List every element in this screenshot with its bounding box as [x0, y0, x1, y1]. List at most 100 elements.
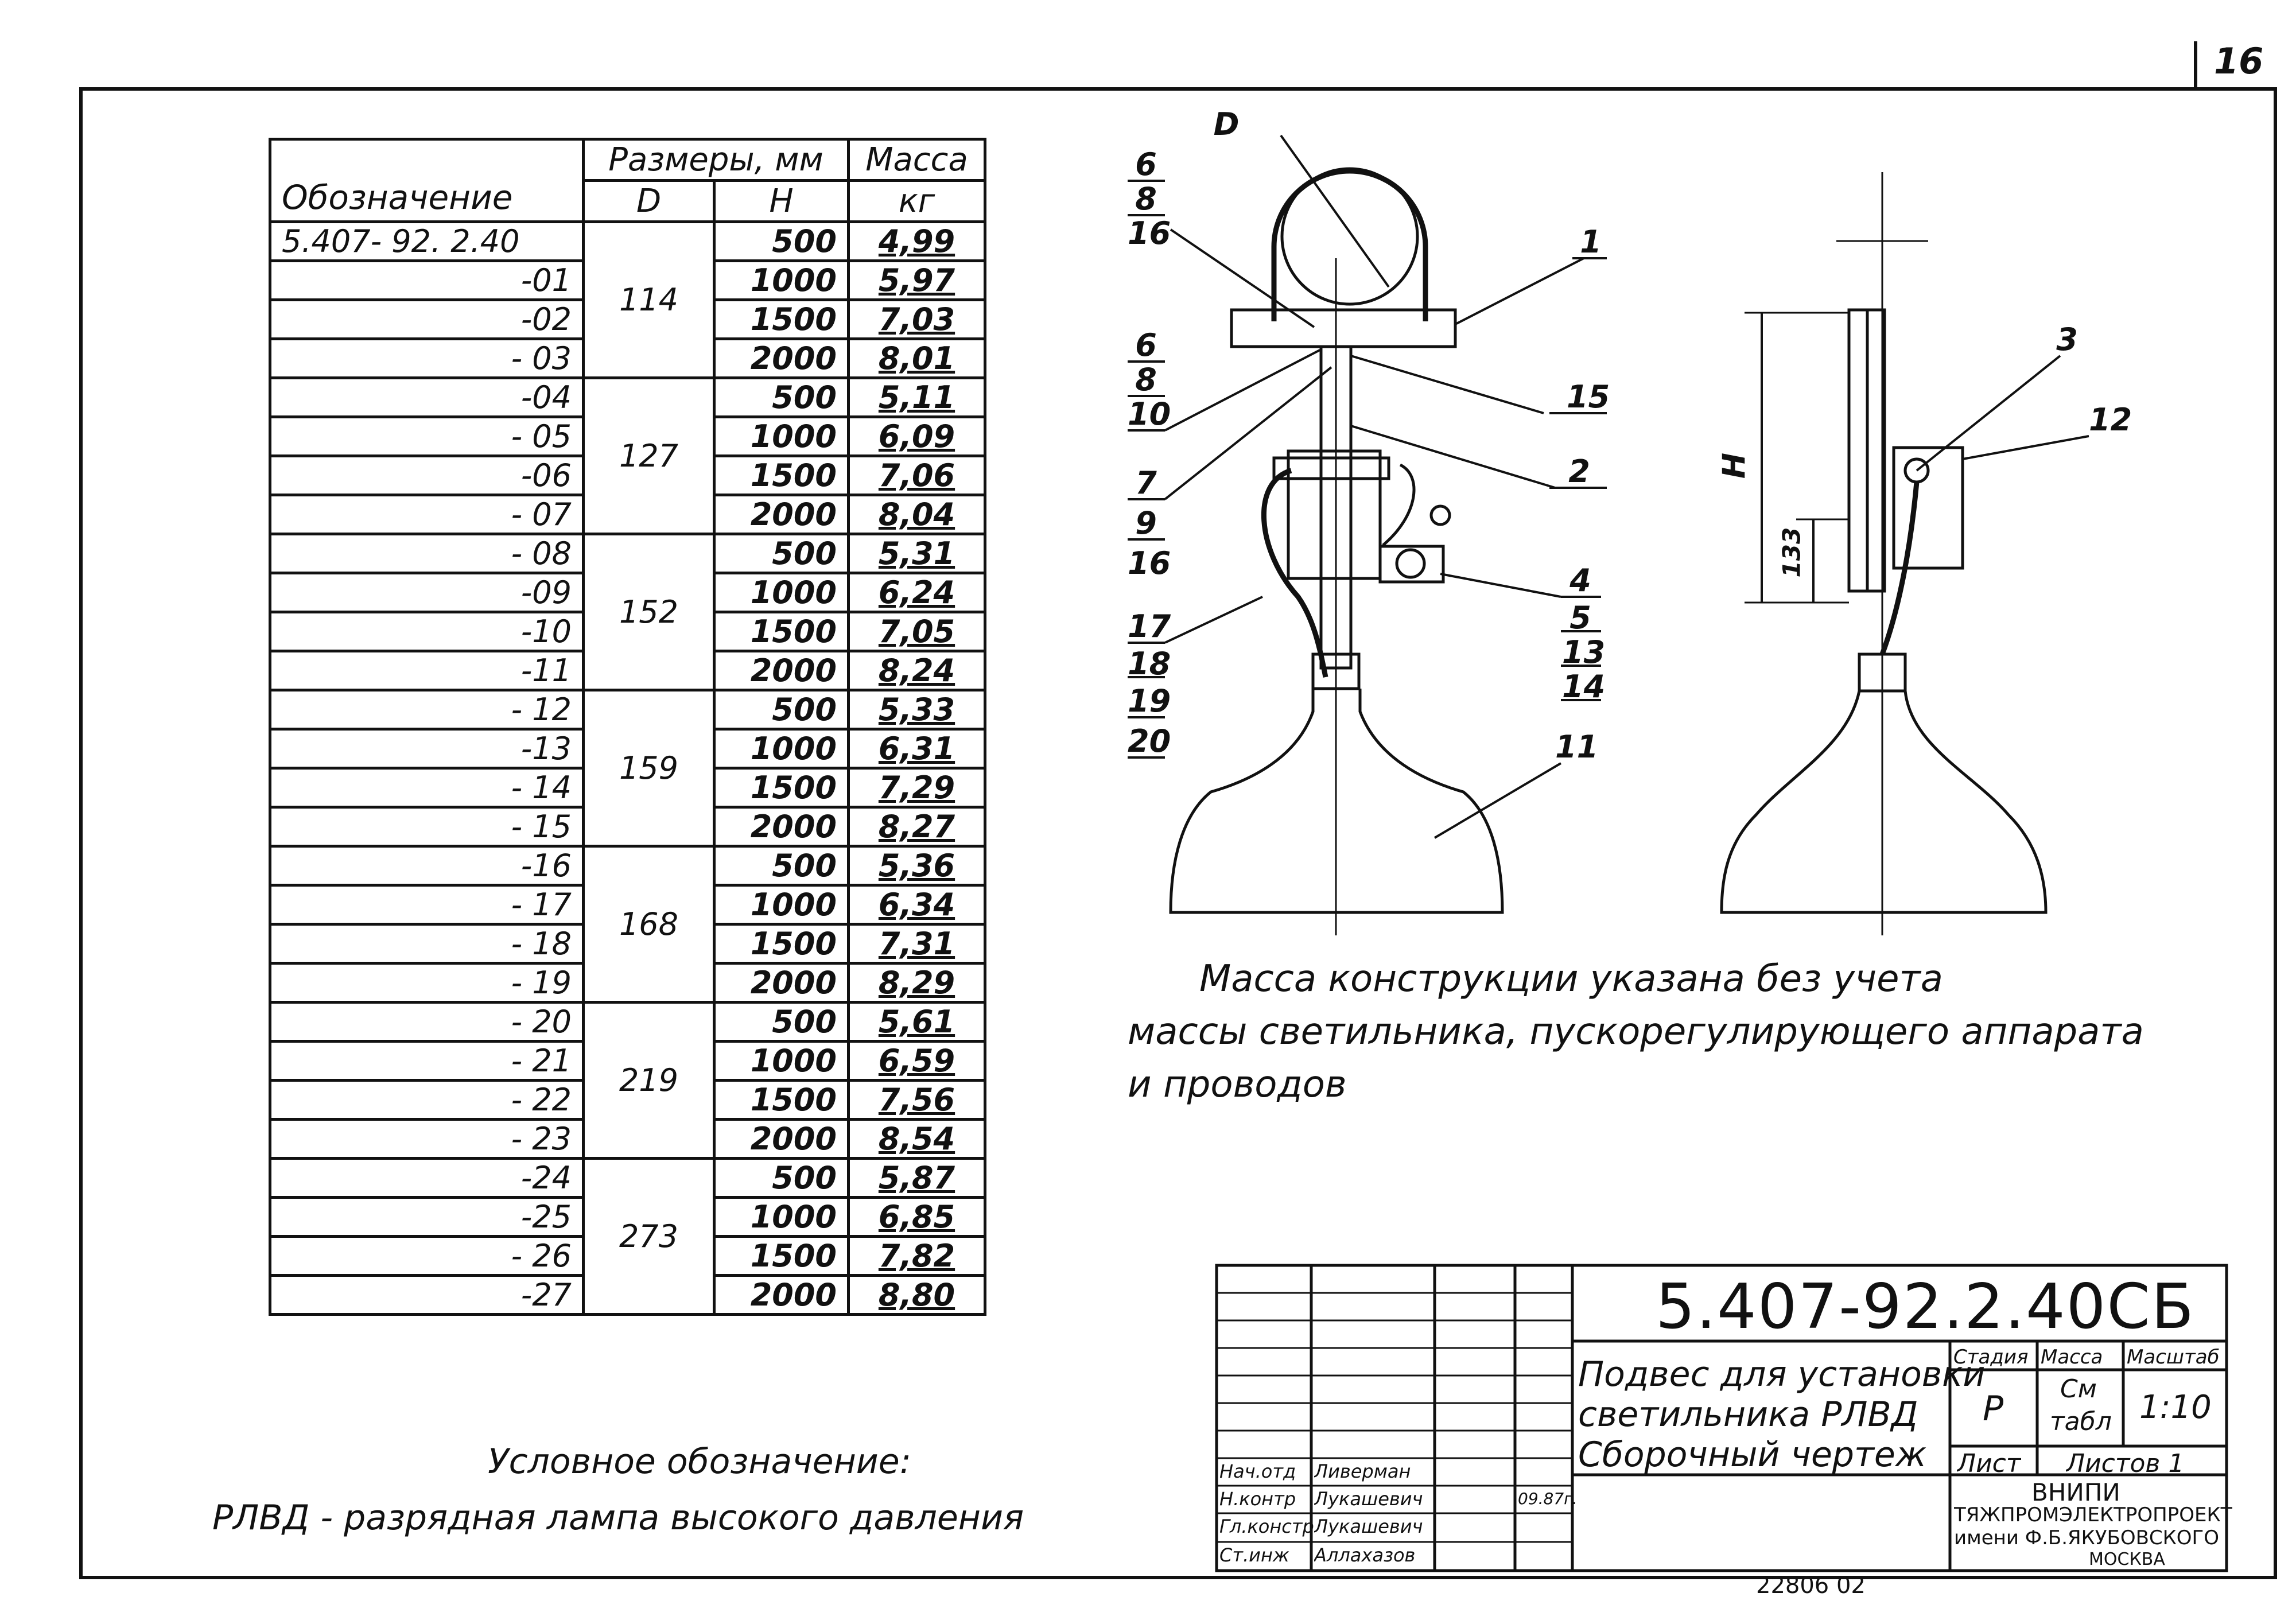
cell-height: 1000	[713, 572, 850, 613]
cell-mass: 7,03	[847, 298, 986, 340]
header-sizes: Размеры, мм	[582, 138, 850, 182]
cell-mass: 7,29	[847, 767, 986, 809]
cell-mass: 5,31	[847, 533, 986, 574]
cell-designation: - 14	[269, 767, 585, 809]
note-line-3: и проводов	[1128, 1063, 1347, 1106]
part-label: 2	[1568, 453, 1590, 489]
cell-mass: 5,11	[847, 376, 986, 418]
cell-height: 1000	[713, 259, 850, 301]
cell-designation: -09	[269, 572, 585, 613]
cell-mass: 6,85	[847, 1196, 986, 1238]
cell-mass: 7,31	[847, 923, 986, 965]
mass-value-line-2: табл	[2050, 1407, 2112, 1436]
part-label: 3	[2056, 321, 2078, 358]
cell-height: 2000	[713, 494, 850, 535]
cell-mass: 7,05	[847, 611, 986, 652]
cell-height: 1500	[713, 611, 850, 652]
legend-text: РЛВД - разрядная лампа высокого давления	[212, 1498, 1024, 1538]
note-line-1: Масса конструкции указана без учета	[1199, 958, 1943, 1000]
part-label: 18	[1128, 646, 1171, 682]
signer-name: Лукашевич	[1314, 1488, 1423, 1510]
cell-mass: 8,80	[847, 1274, 986, 1316]
cell-mass: 5,97	[847, 259, 986, 301]
terminal-ring	[1395, 548, 1426, 579]
signer-name: Лукашевич	[1314, 1516, 1423, 1537]
cell-diameter: 168	[582, 845, 716, 1004]
cell-height: 1500	[713, 298, 850, 340]
cell-height: 500	[713, 1157, 850, 1199]
cell-height: 500	[713, 533, 850, 574]
cell-designation: - 05	[269, 415, 585, 457]
cell-mass: 7,82	[847, 1235, 986, 1277]
cell-height: 2000	[713, 806, 850, 848]
cell-mass: 4,99	[847, 220, 986, 262]
terminal-block	[1378, 545, 1445, 584]
part-label: 5	[1569, 600, 1591, 636]
cell-diameter: 159	[582, 689, 716, 848]
org-line-2: ТЯЖПРОМЭЛЕКТРОПРОЕКТ	[1954, 1503, 2233, 1526]
title-name-line-1: Подвес для установки	[1578, 1354, 1986, 1394]
part-label: 16	[1128, 215, 1171, 251]
cell-designation: - 15	[269, 806, 585, 848]
part-label: 14	[1562, 669, 1606, 705]
cell-designation: - 23	[269, 1118, 585, 1160]
cell-designation: -02	[269, 298, 585, 340]
cell-height: 1500	[713, 923, 850, 965]
cell-diameter: 152	[582, 533, 716, 691]
cell-mass: 8,01	[847, 337, 986, 379]
cell-mass: 6,24	[847, 572, 986, 613]
cell-diameter: 273	[582, 1157, 716, 1316]
cell-designation: -16	[269, 845, 585, 887]
lamp-socket	[1311, 652, 1361, 690]
cell-designation: -13	[269, 728, 585, 770]
cell-designation: -04	[269, 376, 585, 418]
cell-height: 1000	[713, 415, 850, 457]
cell-mass: 5,33	[847, 689, 986, 731]
cell-designation: -27	[269, 1274, 585, 1316]
cell-mass: 5,87	[847, 1157, 986, 1199]
cell-mass: 8,24	[847, 650, 986, 691]
cell-mass: 7,56	[847, 1079, 986, 1121]
clamp-strap	[1271, 168, 1428, 321]
sheet-number: 16	[2214, 40, 2264, 82]
note-line-2: массы светильника, пускорегулирующего ап…	[1128, 1011, 2144, 1053]
cell-mass: 6,09	[847, 415, 986, 457]
cell-mass: 5,61	[847, 1001, 986, 1043]
cell-mass: 5,36	[847, 845, 986, 887]
cell-mass: 6,31	[847, 728, 986, 770]
cell-height: 2000	[713, 650, 850, 691]
cell-mass: 8,29	[847, 962, 986, 1004]
cell-height: 500	[713, 220, 850, 262]
dimension-d-line	[1280, 134, 1390, 288]
header-mass-unit: кг	[847, 179, 986, 223]
cell-height: 1000	[713, 728, 850, 770]
part-label: 10	[1128, 396, 1171, 432]
cell-height: 1000	[713, 1040, 850, 1082]
cell-mass: 8,54	[847, 1118, 986, 1160]
scale-label: Масштаб	[2127, 1346, 2220, 1369]
cell-mass: 8,04	[847, 494, 986, 535]
scale-value: 1:10	[2139, 1389, 2212, 1426]
part-label: 6	[1135, 327, 1157, 363]
cell-designation: - 07	[269, 494, 585, 535]
